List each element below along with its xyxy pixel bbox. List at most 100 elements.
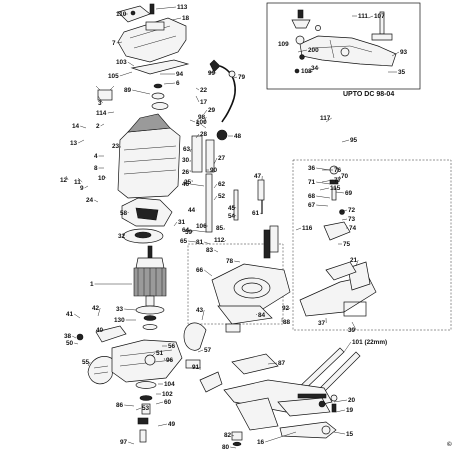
part-number-label: 115: [330, 185, 341, 192]
part-number-label: 32: [118, 233, 126, 240]
part-number-label: 116: [302, 225, 313, 232]
part-number-label: 7: [112, 40, 116, 47]
bearing-stack: [152, 84, 168, 110]
part-number-label: 107: [374, 13, 385, 20]
part-number-label: 71: [308, 179, 316, 186]
leader-line: [234, 261, 240, 262]
guide-columns: [206, 174, 264, 232]
part-number-label: 94: [176, 71, 184, 78]
part-number-label: 30: [182, 157, 190, 164]
part-number-label: 44: [188, 207, 196, 214]
part-number-label: 93: [400, 49, 408, 56]
part-number-label: 3: [98, 100, 102, 107]
part-number-label: 113: [177, 4, 188, 11]
part-number-label: 111: [358, 13, 368, 20]
leader-line: [320, 188, 329, 190]
part-number-label: 76: [334, 167, 342, 174]
leader-line: [296, 228, 301, 230]
part-number-label: 83: [206, 247, 214, 254]
part-number-label: 55: [82, 359, 90, 366]
leader-line: [214, 250, 218, 252]
leader-line: [190, 149, 191, 152]
leader-line: [316, 196, 330, 198]
leader-line: [108, 112, 114, 113]
leader-line: [342, 140, 349, 142]
part-number-label: 61: [252, 210, 260, 217]
motor-housing: [118, 114, 180, 198]
field-coil: [122, 198, 172, 226]
leader-line: [214, 196, 217, 200]
leader-line: [72, 336, 76, 338]
leader-line: [196, 88, 199, 90]
leader-line: [158, 424, 167, 426]
part-number-label: 26: [182, 169, 190, 176]
part-number-label: 47: [254, 173, 262, 180]
top-screw: [150, 4, 154, 14]
part-number-label: 8: [94, 165, 98, 172]
part-number-label: 109: [278, 41, 289, 48]
leader-line: [342, 219, 347, 220]
part-number-label: 117: [320, 115, 331, 122]
part-number-label: 67: [308, 202, 316, 209]
part-number-label: 85: [216, 225, 224, 232]
part-number-label: 89: [124, 87, 132, 94]
part-number-label: 39: [348, 327, 356, 334]
part-number-label: 29: [208, 107, 216, 114]
leader-line: [230, 447, 236, 448]
leader-line: [85, 186, 88, 188]
part-number-label: 18: [182, 15, 190, 22]
leader-line: [128, 442, 134, 444]
part-number-label: 52: [218, 193, 226, 200]
part-number-label: 80: [222, 444, 230, 451]
part-number-label: 17: [200, 99, 208, 106]
part-number-label: 14: [72, 123, 80, 130]
part-number-label: 92: [282, 305, 290, 312]
leader-line: [174, 222, 177, 226]
part-number-label: 37: [318, 320, 326, 327]
leader-line: [198, 350, 203, 352]
part-number-label: 106: [196, 223, 207, 230]
part-number-label: 100: [196, 119, 207, 126]
part-number-label: 90: [210, 167, 218, 174]
part-number-label: 2: [96, 123, 100, 130]
part-number-label: 53: [142, 405, 150, 412]
part-number-label: 16: [257, 439, 265, 446]
part-number-label: 28: [200, 131, 208, 138]
leader-line: [120, 72, 132, 76]
leader-line: [80, 126, 86, 128]
part-number-label: 4: [94, 153, 98, 160]
leader-line: [74, 314, 80, 318]
part-number-label: 6: [176, 80, 180, 87]
part-number-label: 77: [334, 177, 342, 184]
part-number-label: 46: [182, 181, 190, 188]
leader-line: [336, 192, 344, 193]
part-number-label: 70: [341, 173, 349, 180]
leader-line: [214, 158, 217, 164]
part-number-label: 82: [224, 432, 232, 439]
leader-line: [344, 342, 351, 352]
leader-line: [316, 168, 330, 170]
brush-holder: [96, 86, 114, 100]
part-number-label: 51: [156, 350, 164, 357]
inset-screw: [292, 10, 310, 28]
leader-line: [74, 343, 78, 344]
part-number-label: 112: [214, 237, 225, 244]
part-number-label: 57: [204, 347, 212, 354]
part-number-label: 65: [180, 238, 188, 245]
part-number-label: 97: [120, 439, 128, 446]
part-number-label: 78: [226, 258, 234, 265]
part-number-label: 95: [350, 137, 358, 144]
part-number-label: 103: [116, 59, 127, 66]
part-number-label: 74: [349, 225, 357, 232]
leader-line: [94, 200, 98, 202]
leader-line: [204, 242, 210, 244]
leader-line: [368, 16, 373, 18]
part-number-label: 13: [70, 140, 78, 147]
part-number-label: 54: [228, 213, 236, 220]
leader-line: [136, 408, 141, 410]
part-number-label: 130: [114, 317, 125, 324]
leader-line: [156, 402, 163, 404]
leader-line: [334, 432, 345, 434]
leader-line: [204, 110, 207, 114]
